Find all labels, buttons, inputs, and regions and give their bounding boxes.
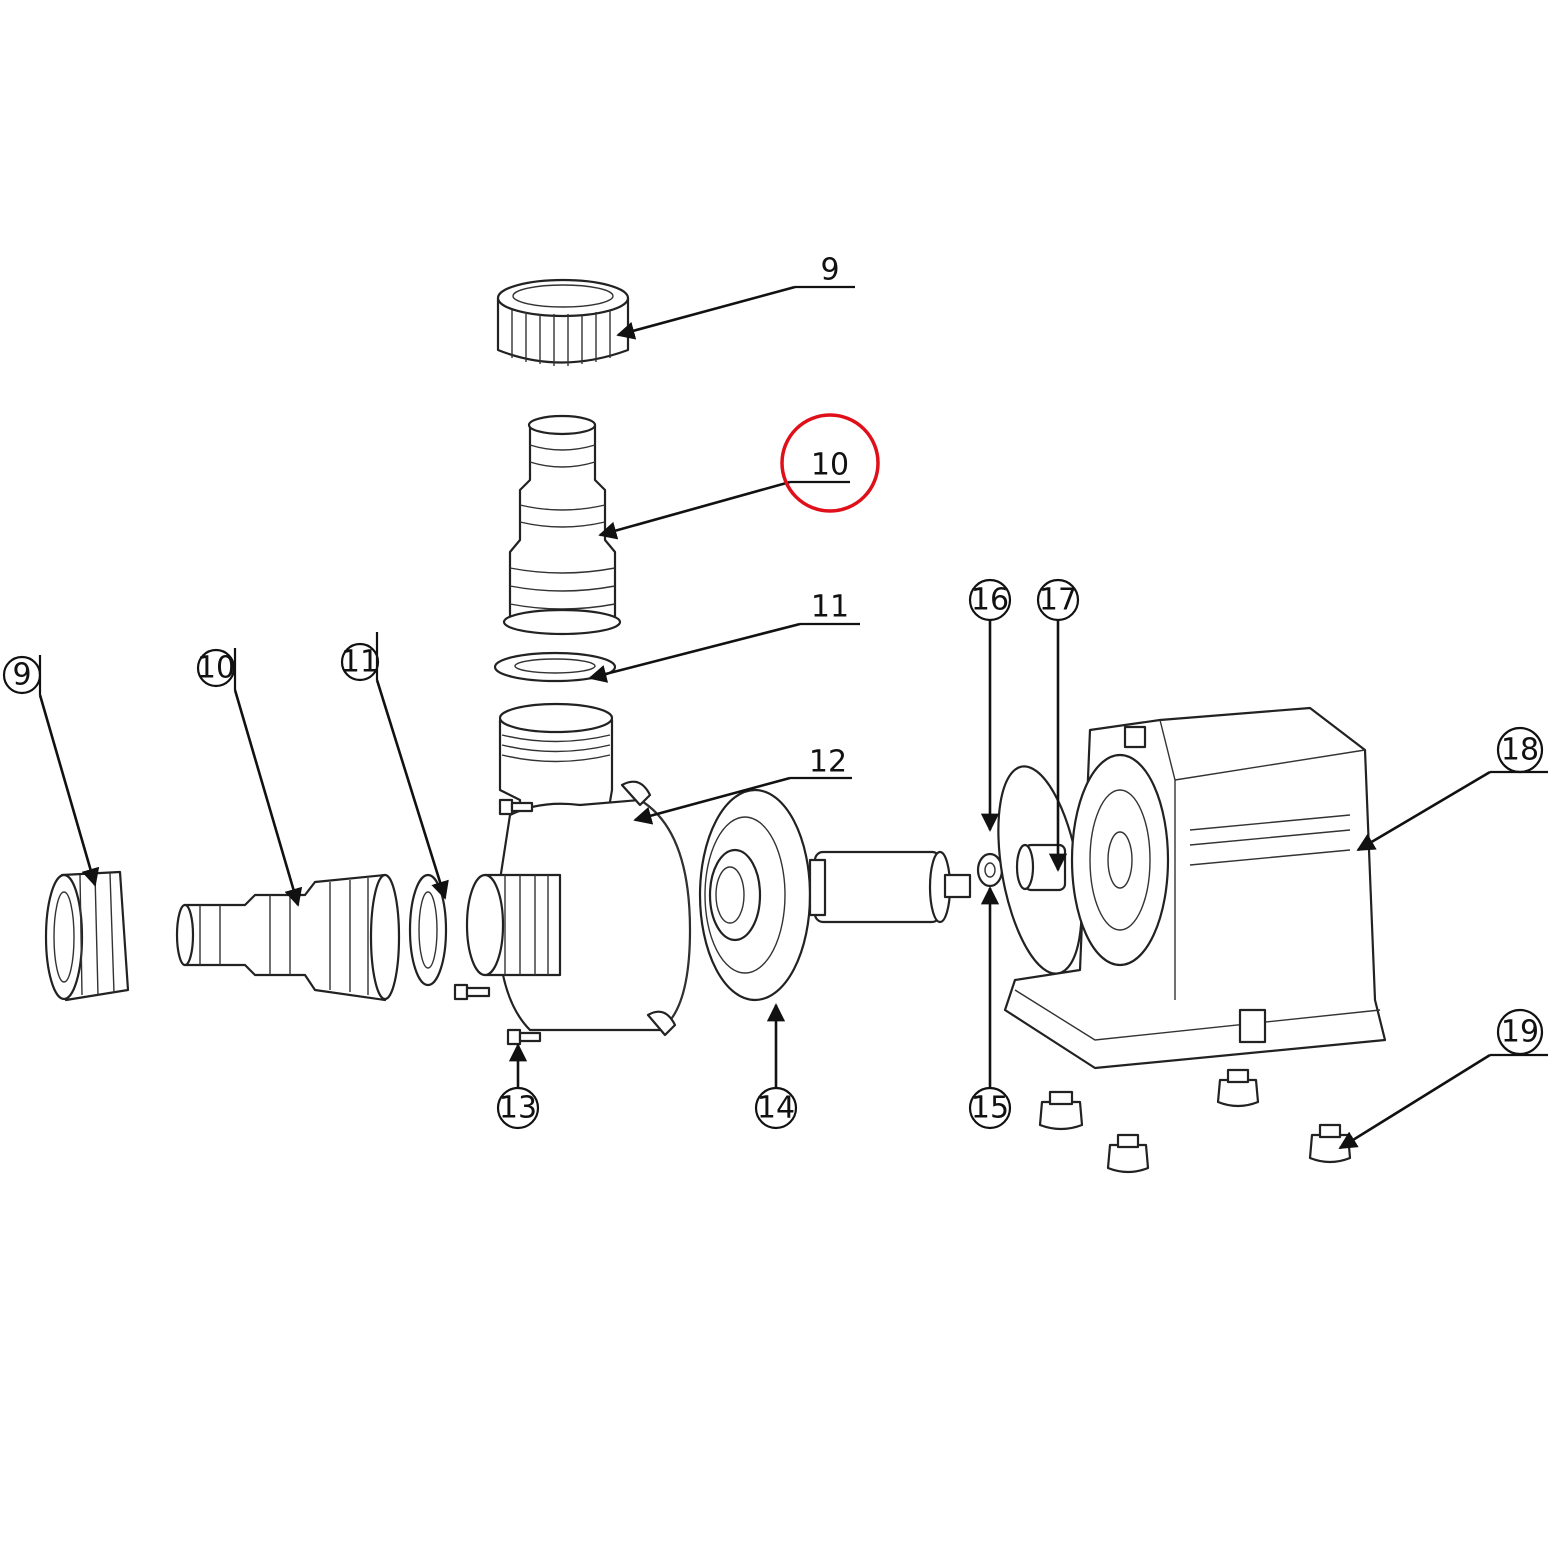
callout-10-top: 10 bbox=[811, 448, 849, 483]
callout-16: 16 bbox=[971, 583, 1009, 618]
callout-19: 19 bbox=[1501, 1015, 1539, 1050]
impeller-rotor bbox=[808, 850, 972, 924]
callout-14: 14 bbox=[757, 1091, 795, 1126]
part-15-bearing bbox=[976, 852, 1004, 888]
callout-18: 18 bbox=[1501, 733, 1539, 768]
part-10-left-hose-tail bbox=[175, 873, 401, 1002]
part-11-left-gasket bbox=[408, 873, 448, 987]
part-18-motor-body bbox=[1003, 706, 1387, 1070]
part-19-rubber-feet bbox=[1038, 1068, 1352, 1174]
part-10-top-hose-tail bbox=[502, 414, 622, 636]
callout-9-left: 9 bbox=[12, 658, 31, 693]
callout-17: 17 bbox=[1039, 583, 1077, 618]
callout-9-top: 9 bbox=[820, 253, 839, 288]
callout-13: 13 bbox=[499, 1091, 537, 1126]
part-14-impeller-cover bbox=[698, 788, 812, 1002]
callout-11-top: 11 bbox=[811, 590, 849, 625]
callout-12: 12 bbox=[809, 745, 847, 780]
leader-lines bbox=[38, 285, 1548, 1150]
part-9-top-union-nut bbox=[496, 278, 630, 366]
callout-10-left: 10 bbox=[197, 651, 235, 686]
highlight-circle bbox=[780, 413, 880, 513]
part-11-top-gasket bbox=[493, 651, 617, 683]
callout-11-left: 11 bbox=[341, 645, 379, 680]
part-12-pump-housing bbox=[465, 702, 692, 1037]
callout-15: 15 bbox=[971, 1091, 1009, 1126]
callout-labels: 9 10 11 9 10 11 12 13 14 15 16 17 18 19 bbox=[2, 253, 1544, 1130]
part-13-screws bbox=[453, 798, 542, 1046]
part-9-left-union-nut bbox=[44, 870, 130, 1002]
